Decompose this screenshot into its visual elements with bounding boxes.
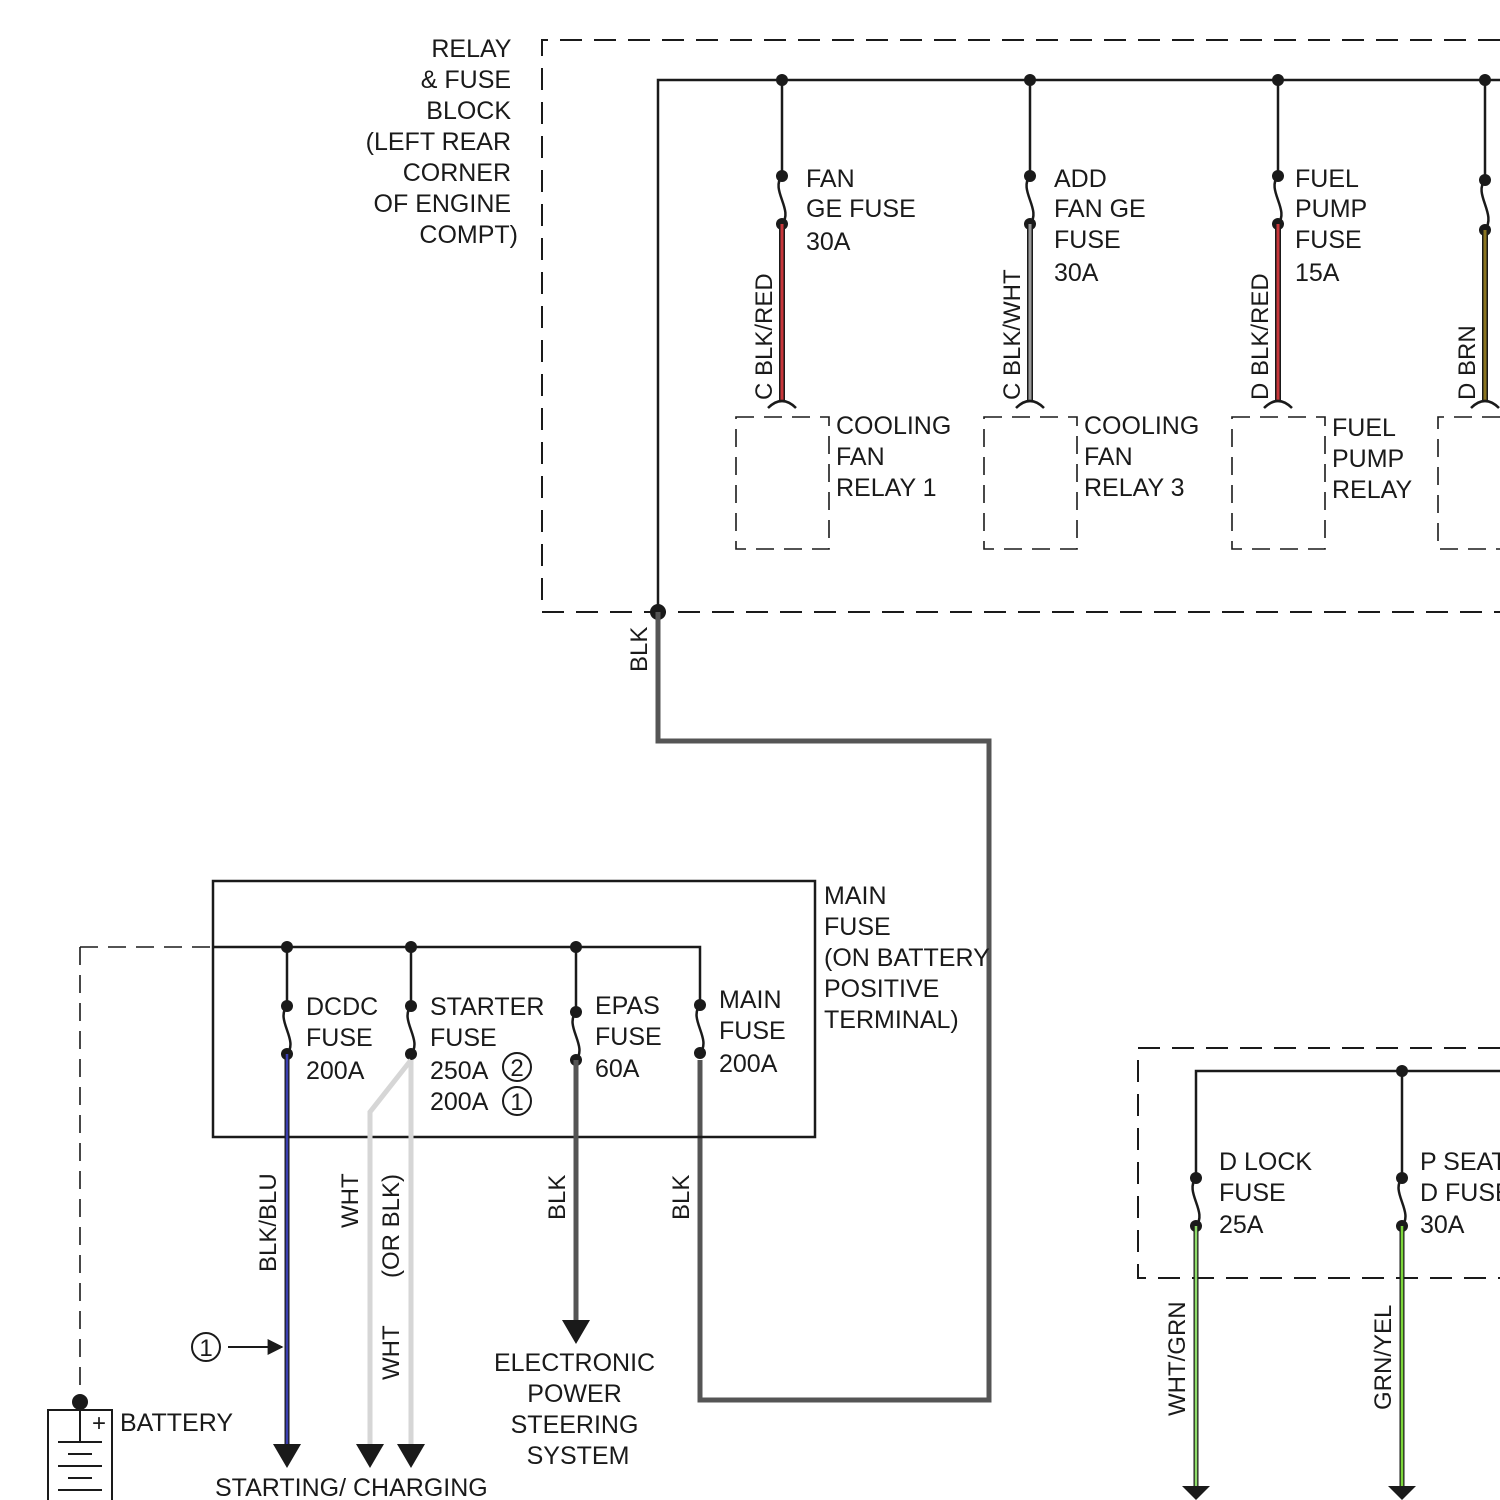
- relay-partial: [1438, 417, 1500, 549]
- battery-label: BATTERY: [120, 1409, 233, 1437]
- connector-pin: [768, 401, 796, 408]
- arrow-down-icon: [562, 1320, 590, 1344]
- variant-callout: 1: [192, 1333, 282, 1362]
- fuse-label: STARTER FUSE 250A 200A: [430, 993, 551, 1116]
- svg-text:1: 1: [199, 1335, 212, 1362]
- wire-color-label: WHT/GRN: [1164, 1301, 1191, 1416]
- arrow-down-icon: [1182, 1486, 1210, 1500]
- add-fan-ge-fuse: ADD FAN GE FUSE 30A C BLK/WHT: [999, 80, 1153, 408]
- wire-color-label: (OR BLK): [378, 1174, 405, 1278]
- arrow-down-icon: [356, 1444, 384, 1468]
- epas-destination-label: ELECTRONIC POWER STEERING SYSTEM: [494, 1349, 662, 1470]
- fan-ge-fuse: FAN GE FUSE 30A C BLK/RED: [751, 80, 923, 408]
- arrow-down-icon: [1388, 1486, 1416, 1500]
- starting-charging-label: STARTING/ CHARGING: [215, 1474, 488, 1500]
- relay-label: FUEL PUMP RELAY: [1332, 414, 1412, 504]
- fuse-label: FAN GE FUSE 30A: [806, 165, 923, 256]
- wire-color-label: D BRN: [1454, 325, 1481, 400]
- wire-color-label: C BLK/RED: [751, 273, 778, 400]
- arrow-down-icon: [397, 1444, 425, 1468]
- fuse-label: D LOCK FUSE 25A: [1219, 1148, 1319, 1239]
- cooling-fan-relay-3: COOLING FAN RELAY 3: [984, 412, 1206, 549]
- p-seat-fuse: P SEAT D FUSE 30A GRN/YEL: [1370, 1071, 1500, 1500]
- fuse-partial: D BRN: [1454, 80, 1499, 408]
- wire-color-label: WHT: [337, 1173, 364, 1228]
- fuse-label: DCDC FUSE 200A: [306, 993, 385, 1085]
- right-fuse-block: D LOCK FUSE 25A WHT/GRN P SEAT D FUSE 30…: [1138, 1048, 1500, 1500]
- fuse-label: MAIN FUSE 200A: [719, 986, 793, 1078]
- relay-block-title: RELAY & FUSE BLOCK (LEFT REAR CORNER OF …: [366, 35, 518, 249]
- wire-color-label: C BLK/WHT: [999, 269, 1026, 400]
- fuse-label: EPAS FUSE 60A: [595, 992, 669, 1083]
- arrow-down-icon: [273, 1444, 301, 1468]
- fuel-pump-fuse: FUEL PUMP FUSE 15A D BLK/RED: [1247, 80, 1374, 408]
- wire-color-label: BLK: [544, 1175, 571, 1220]
- relay-fuse-block: RELAY & FUSE BLOCK (LEFT REAR CORNER OF …: [366, 35, 1500, 620]
- starter-fuse: STARTER FUSE 250A 200A 2 1: [405, 947, 551, 1116]
- wire-color-label: BLK: [626, 627, 653, 672]
- wire-color-label: BLK: [668, 1175, 695, 1220]
- cooling-fan-relay-1: COOLING FAN RELAY 1: [736, 412, 958, 549]
- battery: + BATTERY: [48, 1394, 233, 1500]
- main-200a-fuse: MAIN FUSE 200A: [694, 986, 793, 1078]
- main-fuse-title: MAIN FUSE (ON BATTERY POSITIVE TERMINAL): [824, 882, 996, 1034]
- relay-label: COOLING FAN RELAY 1: [836, 412, 958, 502]
- wire-color-label: WHT: [378, 1325, 405, 1380]
- variant-number: 2: [510, 1055, 523, 1082]
- fuse-label: ADD FAN GE FUSE 30A: [1054, 165, 1153, 287]
- variant-number: 1: [510, 1089, 523, 1116]
- main-fuse-box: MAIN FUSE (ON BATTERY POSITIVE TERMINAL)…: [80, 881, 996, 1400]
- dcdc-fuse: DCDC FUSE 200A: [281, 947, 385, 1085]
- epas-fuse: EPAS FUSE 60A: [570, 947, 669, 1083]
- fuse-label: P SEAT D FUSE 30A: [1420, 1148, 1500, 1239]
- wire-color-label: BLK/BLU: [255, 1173, 282, 1272]
- relay-label: COOLING FAN RELAY 3: [1084, 412, 1206, 502]
- wire-color-label: D BLK/RED: [1247, 273, 1274, 400]
- fuel-pump-relay: FUEL PUMP RELAY: [1232, 414, 1412, 549]
- fuse-label: FUEL PUMP FUSE 15A: [1295, 165, 1374, 287]
- battery-plus-icon: +: [92, 1410, 106, 1437]
- d-lock-fuse: D LOCK FUSE 25A WHT/GRN: [1164, 1148, 1319, 1500]
- wire-color-label: GRN/YEL: [1370, 1305, 1397, 1410]
